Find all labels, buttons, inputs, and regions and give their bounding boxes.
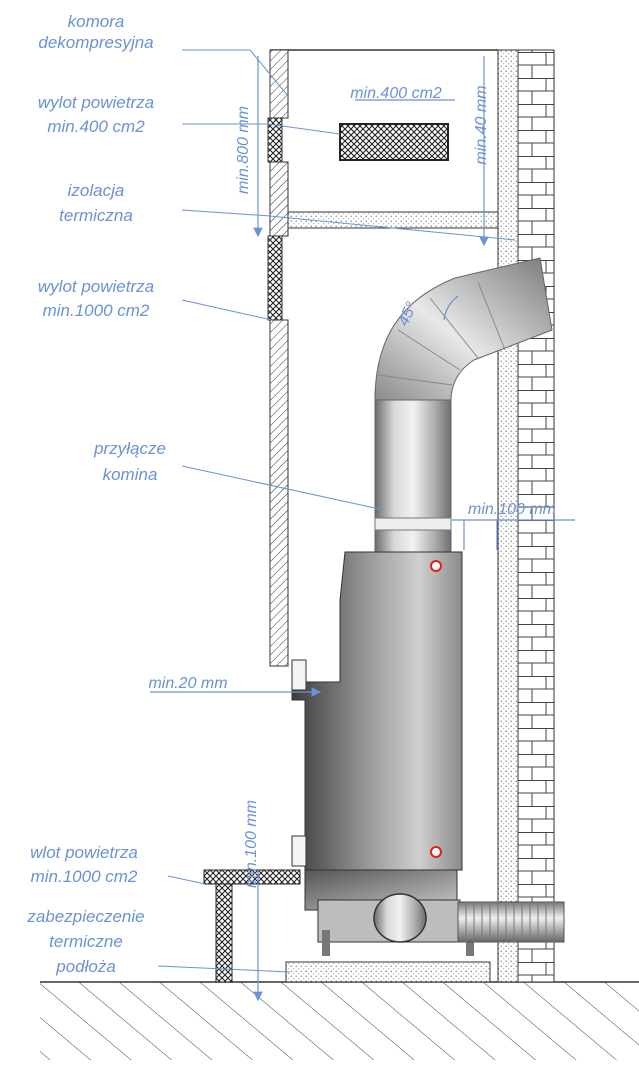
label-wlot-min1000: min.1000 cm2 [31, 867, 138, 886]
label-wylot-powietrza-2: wylot powietrza [38, 277, 154, 296]
label-wylot-min400: min.400 cm2 [47, 117, 145, 136]
safety-marker-top [430, 560, 442, 572]
label-zabezpieczenie: zabezpieczenie [26, 907, 144, 926]
dim-min-100-side: min.100 mm [468, 501, 556, 518]
label-komora: komora [68, 12, 125, 31]
flexible-air-duct [457, 901, 565, 943]
housing-enclosure [267, 49, 498, 667]
floor-air-inlet [203, 869, 301, 983]
label-podloza: podłoża [55, 957, 116, 976]
insulation-shelf [287, 211, 499, 229]
decompression-grille [339, 123, 449, 161]
dim-min-40: min.40 mm [473, 85, 490, 164]
dim-min-800: min.800 mm [235, 106, 252, 194]
label-wylot-powietrza-1: wylot powietrza [38, 93, 154, 112]
label-dekompresyjna: dekompresyjna [38, 33, 153, 52]
label-przylacze: przyłącze [93, 439, 166, 458]
label-termiczna: termiczna [59, 206, 133, 225]
dim-min-20: min.20 mm [148, 675, 227, 692]
chimney-connector-pipe [374, 257, 553, 553]
label-wylot-min1000: min.1000 cm2 [43, 301, 150, 320]
floor-protection-plate [285, 961, 491, 983]
label-termiczne: termiczne [49, 932, 123, 951]
label-wlot-powietrza: wlot powietrza [30, 843, 138, 862]
dim-min-100-floor: min.100 mm [243, 800, 260, 888]
ground-slab [40, 981, 639, 1060]
label-komina: komina [103, 465, 158, 484]
leader-lines [157, 49, 516, 973]
safety-marker-bottom [430, 846, 442, 858]
stove-body [291, 551, 474, 956]
dim-min-400-cm2: min.400 cm2 [350, 85, 442, 102]
label-izolacja: izolacja [68, 181, 125, 200]
dimension-lines [150, 56, 575, 1002]
